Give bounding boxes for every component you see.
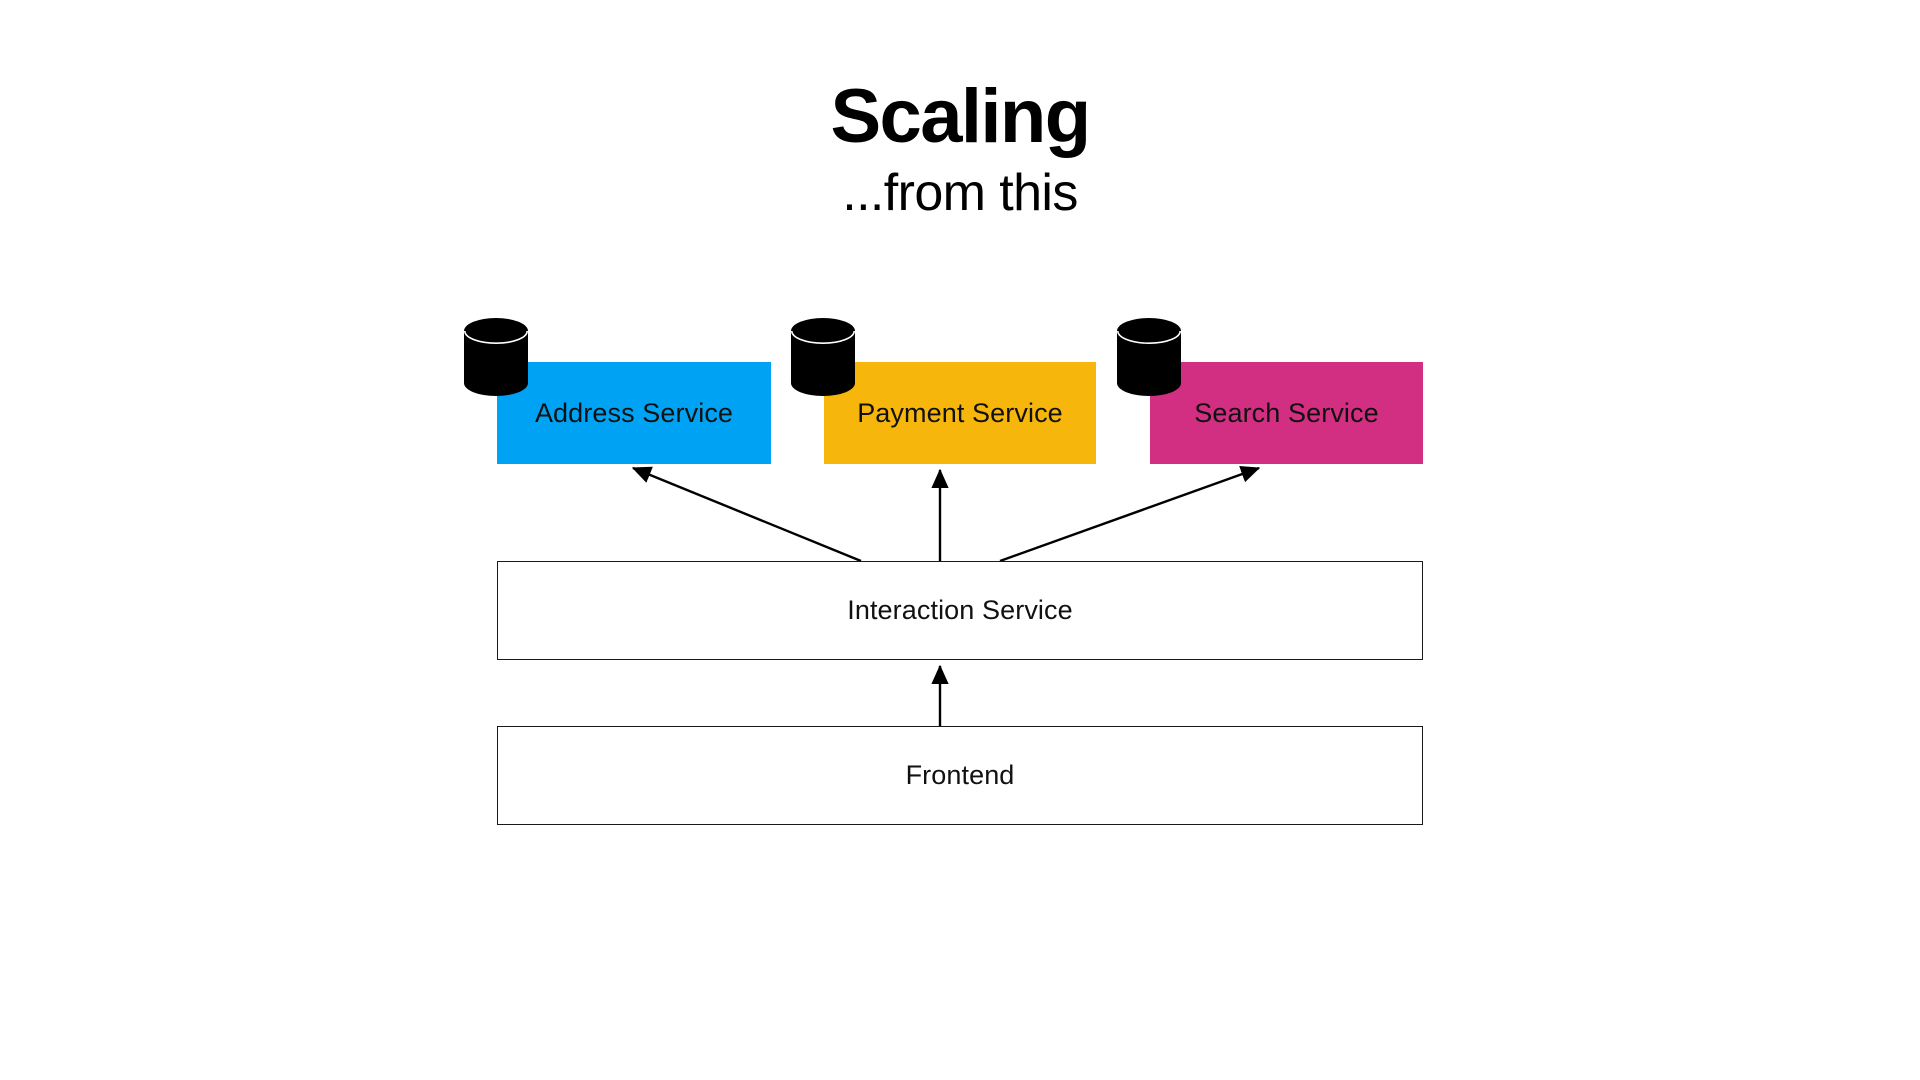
database-icon-address — [464, 318, 528, 396]
service-box-address[interactable]: Address Service — [497, 362, 771, 464]
service-box-interaction[interactable]: Interaction Service — [497, 561, 1423, 660]
service-label-frontend: Frontend — [905, 760, 1015, 790]
service-label-search: Search Service — [1194, 397, 1379, 428]
service-box-frontend[interactable]: Frontend — [497, 726, 1423, 825]
service-box-payment[interactable]: Payment Service — [824, 362, 1096, 464]
database-cylinder-icon — [791, 318, 855, 396]
database-icon-payment — [791, 318, 855, 396]
arrow-interaction-to-search — [999, 465, 1261, 563]
database-icon-search — [1117, 318, 1181, 396]
database-cylinder-icon — [464, 318, 528, 396]
page-title: Scaling — [830, 74, 1091, 159]
service-box-search[interactable]: Search Service — [1150, 362, 1423, 464]
database-cylinder-icon — [1117, 318, 1181, 396]
service-label-interaction: Interaction Service — [847, 595, 1073, 625]
title-block: Scaling ...from this — [0, 78, 1920, 220]
service-label-address: Address Service — [534, 397, 734, 428]
arrow-interaction-to-address — [631, 466, 862, 563]
page-subtitle: ...from this — [842, 163, 1078, 222]
service-label-payment: Payment Service — [857, 397, 1063, 428]
